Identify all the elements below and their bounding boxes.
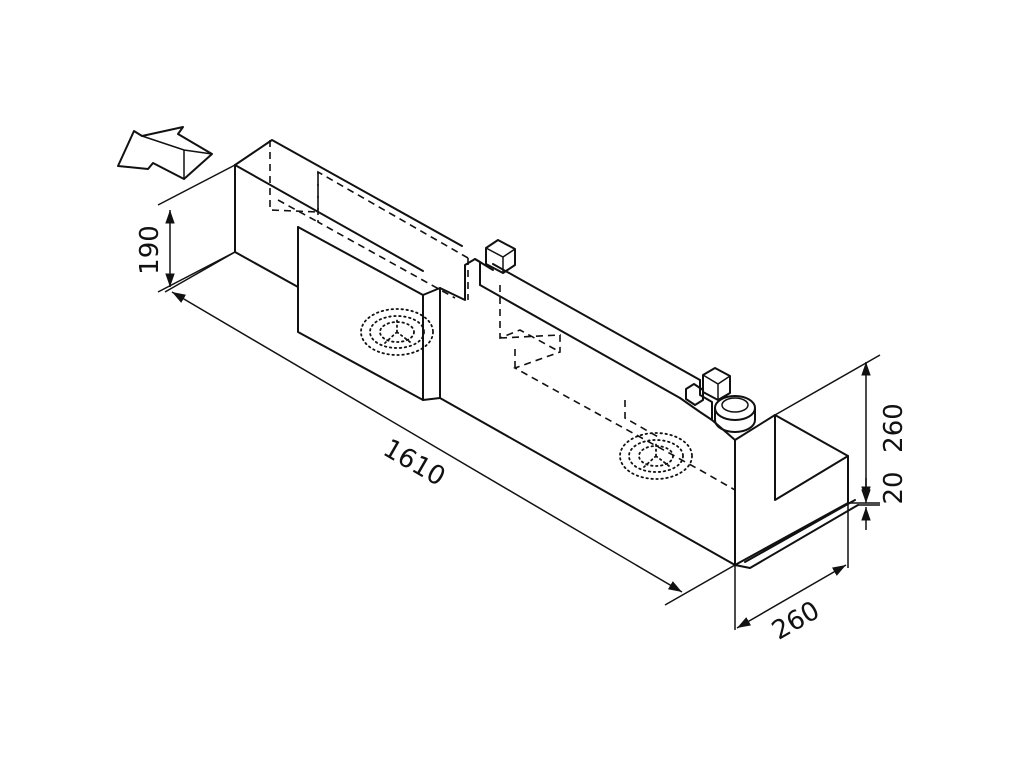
dimension-height-back: 190 <box>135 164 236 293</box>
arrow-left-icon <box>117 126 213 180</box>
dim-260-height-label: 260 <box>879 403 909 453</box>
dimension-height-front: 260 <box>774 354 909 504</box>
tank-body <box>234 139 859 569</box>
hidden-lines <box>269 140 736 491</box>
dim-20-label: 20 <box>879 471 909 504</box>
fitting-block <box>685 383 704 406</box>
round-cap-icon <box>714 395 756 433</box>
fitting-block <box>485 239 516 274</box>
dotted-grille-icon <box>619 432 693 480</box>
dim-190-label: 190 <box>135 225 165 275</box>
dim-260-width-label: 260 <box>767 596 825 647</box>
dim-1610-label: 1610 <box>378 434 450 493</box>
dimension-width: 260 <box>734 503 849 647</box>
fitting-block <box>702 367 731 401</box>
dimension-length: 1610 <box>164 251 736 606</box>
dimension-base-offset: 20 <box>858 471 909 530</box>
